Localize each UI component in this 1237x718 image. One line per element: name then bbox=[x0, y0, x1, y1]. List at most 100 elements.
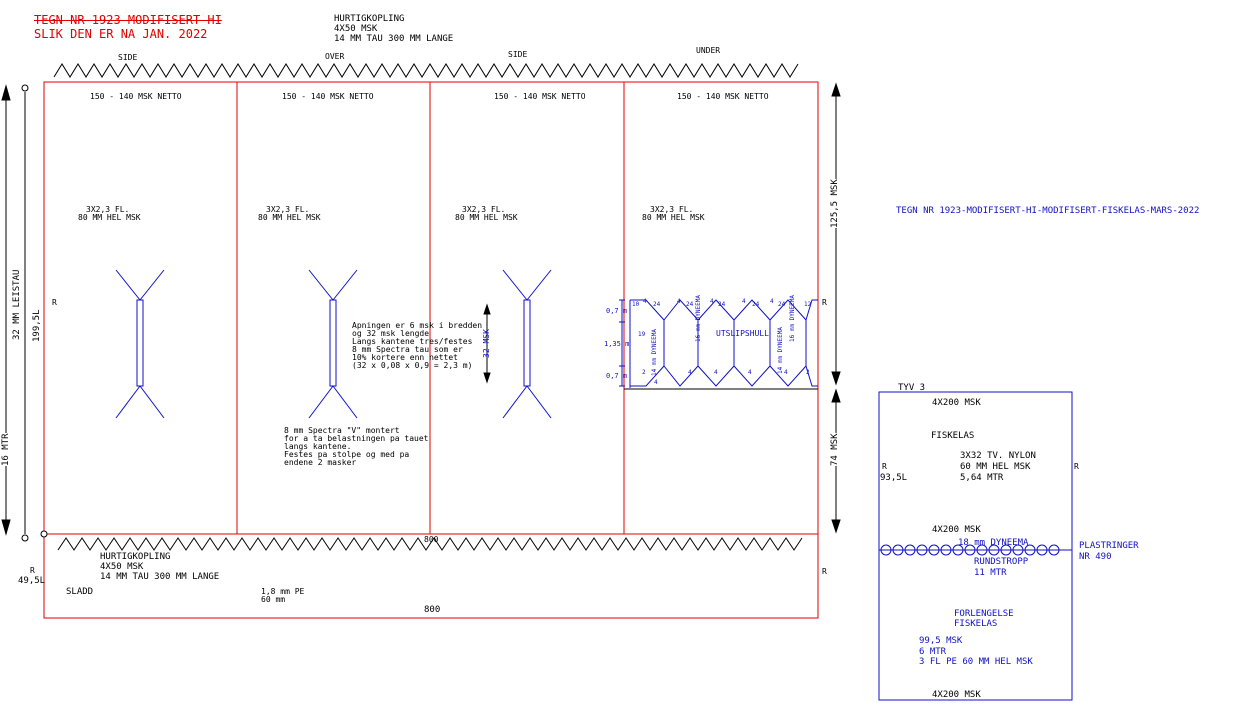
codend-extension-2: FISKELAS bbox=[954, 619, 998, 629]
codend-r-right: R bbox=[1074, 462, 1079, 471]
bottom-length: 49,5L bbox=[18, 576, 46, 586]
v-note-4: Festes pa stolpe og med pa bbox=[284, 450, 410, 459]
escape-bottom-count-4: 4 bbox=[714, 369, 718, 376]
escape-count-6: 4 bbox=[710, 298, 714, 305]
v-note-3: langs kantene. bbox=[284, 442, 352, 451]
escape-dim-3: 0,7 m bbox=[606, 372, 628, 380]
side-label-4: UNDER bbox=[696, 46, 721, 55]
side-label-3: SIDE bbox=[508, 50, 528, 59]
opening-note-1: Apningen er 6 msk i bredden bbox=[352, 321, 483, 330]
codend-rings-2: NR 490 bbox=[1079, 552, 1112, 562]
escape-dim-1: 0,7 m bbox=[606, 307, 628, 315]
top-coupling-2: 4X50 MSK bbox=[334, 24, 378, 34]
escape-count-10: 4 bbox=[770, 298, 774, 305]
dyneema-4: 16 mm DYNEEMA bbox=[789, 295, 796, 342]
title-subtitle: SLIK DEN ER NA JAN. 2022 bbox=[34, 27, 208, 41]
escape-hole-mesh bbox=[619, 299, 818, 388]
escape-side-19: 19 bbox=[638, 331, 646, 338]
opening-note-4: 8 mm Spectra tau som er bbox=[352, 345, 463, 354]
escape-bottom-count-6: 4 bbox=[784, 369, 788, 376]
side-label-1: SIDE bbox=[118, 53, 138, 62]
top-zigzag bbox=[53, 63, 799, 78]
codend-length: 93,5L bbox=[880, 473, 908, 483]
dyneema-1: 14 mm DYNEEMA bbox=[651, 329, 658, 376]
codend-tyv: TYV 3 bbox=[898, 383, 926, 393]
twine-3a: 3X2,3 FL. bbox=[462, 205, 506, 214]
bottom-width: 800 bbox=[424, 605, 441, 615]
codend-ext-spec-2: 6 MTR bbox=[919, 647, 947, 657]
mesh-count-3: 150 - 140 MSK NETTO bbox=[494, 92, 586, 101]
left-leistau: 32 MM LEISTAU bbox=[12, 269, 22, 340]
codend-strap-1: RUNDSTROPP bbox=[974, 557, 1029, 567]
opening-note-2: og 32 msk lengde bbox=[352, 329, 430, 338]
codend-bottom-width: 4X200 MSK bbox=[932, 690, 981, 700]
right-dimension bbox=[483, 82, 841, 534]
escape-count-1: 10 bbox=[632, 301, 640, 308]
codend-rings-1: PLASTRINGER bbox=[1079, 541, 1139, 551]
escape-bottom-count-5: 4 bbox=[748, 369, 752, 376]
right-r: R bbox=[822, 298, 827, 307]
side-label-2: OVER bbox=[325, 52, 345, 61]
right-upper-dim: 125,5 MSK bbox=[830, 179, 840, 228]
top-coupling-1: HURTIGKOPLING bbox=[334, 14, 405, 24]
bottom-pe-1: 1,8 mm PE bbox=[261, 587, 305, 596]
dyneema-3: 14 mm DYNEEMA bbox=[777, 327, 784, 374]
bottom-coupling-2: 4X50 MSK bbox=[100, 562, 144, 572]
bottom-r-left: R bbox=[30, 566, 35, 575]
escape-count-3: 24 bbox=[653, 301, 661, 308]
mesh-count-1: 150 - 140 MSK NETTO bbox=[90, 92, 182, 101]
codend-r-left: R bbox=[882, 462, 887, 471]
bottom-zigzag bbox=[57, 537, 803, 551]
plastic-rings bbox=[880, 544, 1060, 556]
title-struck: TEGN NR 1923-MODIFISERT-HI bbox=[34, 13, 222, 27]
bottom-coupling-1: HURTIGKOPLING bbox=[100, 552, 171, 562]
escape-bottom-count-2: 4 bbox=[654, 379, 658, 386]
left-r: R bbox=[52, 298, 57, 307]
codend-spec-2: 60 MM HEL MSK bbox=[960, 462, 1031, 472]
escape-count-4: 4 bbox=[677, 298, 681, 305]
mesh-count-2: 150 - 140 MSK NETTO bbox=[282, 92, 374, 101]
bottom-pe-2: 60 mm bbox=[261, 595, 286, 604]
right-lower-dim: 74 MSK bbox=[830, 433, 840, 466]
codend-ext-spec-3: 3 FL PE 60 MM HEL MSK bbox=[919, 657, 1033, 667]
escape-count-5: 24 bbox=[686, 301, 694, 308]
twine-3b: 80 MM HEL MSK bbox=[455, 213, 518, 222]
codend-rope: 18 mm DYNEEMA bbox=[958, 538, 1029, 548]
bottom-width-mid: 800 bbox=[424, 535, 439, 544]
codend-spec-3: 5,64 MTR bbox=[960, 473, 1004, 483]
drawing-title: TEGN NR 1923-MODIFISERT-HI-MODIFISERT-FI… bbox=[896, 206, 1200, 216]
codend-ext-spec-1: 99,5 MSK bbox=[919, 636, 963, 646]
codend-top-width: 4X200 MSK bbox=[932, 398, 981, 408]
opening-note-5: 10% kortere enn nettet bbox=[352, 353, 458, 362]
twine-1a: 3X2,3 FL. bbox=[86, 205, 130, 214]
escape-count-9: 24 bbox=[752, 301, 760, 308]
escape-bottom-count-7: 2 bbox=[806, 369, 810, 376]
escape-count-8: 4 bbox=[742, 298, 746, 305]
escape-count-2: 4 bbox=[643, 298, 647, 305]
codend-spec-1: 3X32 TV. NYLON bbox=[960, 451, 1036, 461]
left-length: 199,5L bbox=[32, 309, 42, 342]
twine-4a: 3X2,3 FL. bbox=[650, 205, 694, 214]
escape-count-7: 24 bbox=[718, 301, 726, 308]
main-net-frame bbox=[43, 81, 819, 619]
bottom-coupling-3: 14 MM TAU 300 MM LANGE bbox=[100, 572, 220, 582]
left-mtr: 16 MTR bbox=[1, 433, 11, 466]
v-note-1: 8 mm Spectra "V" montert bbox=[284, 426, 400, 435]
twine-2a: 3X2,3 FL. bbox=[266, 205, 310, 214]
opening-note-6: (32 x 0,08 x 0,9 = 2,3 m) bbox=[352, 361, 473, 370]
top-coupling-3: 14 MM TAU 300 MM LANGE bbox=[334, 34, 454, 44]
opening-dim: 32 MSK bbox=[482, 329, 491, 358]
codend-strap-2: 11 MTR bbox=[974, 568, 1007, 578]
escape-dim-2: 1,35 m bbox=[604, 340, 630, 348]
codend-name: FISKELAS bbox=[931, 431, 975, 441]
bottom-sladd: SLADD bbox=[66, 587, 94, 597]
opening-note-3: Langs kantene tres/festes bbox=[352, 337, 473, 346]
mesh-count-4: 150 - 140 MSK NETTO bbox=[677, 92, 769, 101]
v-note-5: endene 2 masker bbox=[284, 458, 357, 467]
escape-bottom-count-3: 4 bbox=[688, 369, 692, 376]
codend-mid-width: 4X200 MSK bbox=[932, 525, 981, 535]
escape-bottom-count-1: 2 bbox=[642, 369, 646, 376]
dyneema-2: 16 mm DYNEEMA bbox=[695, 295, 702, 342]
codend-extension-1: FORLENGELSE bbox=[954, 609, 1014, 619]
